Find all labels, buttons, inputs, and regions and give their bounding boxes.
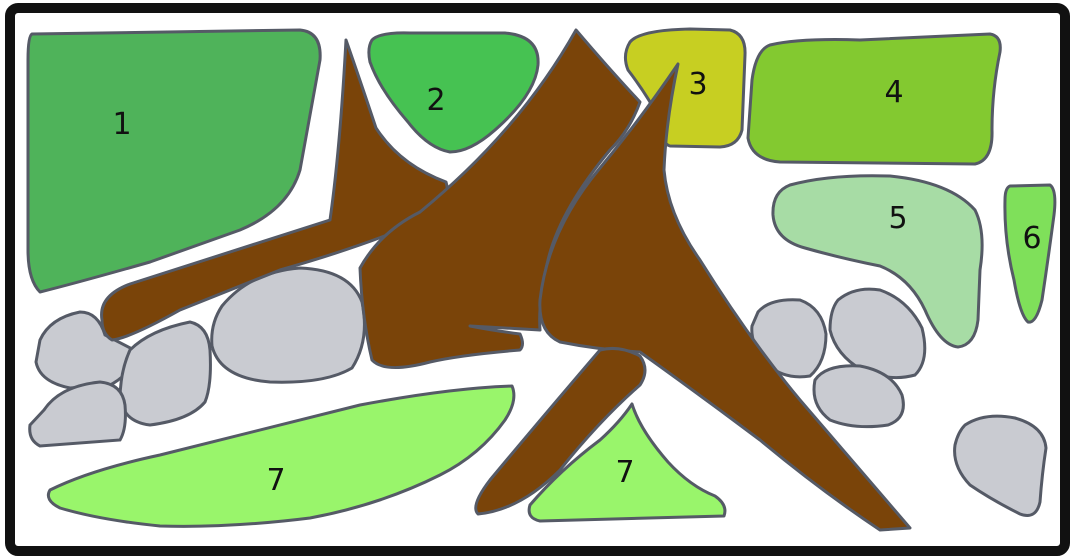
region-5-label: 5 [888,201,907,236]
region-1-label: 1 [112,107,131,142]
region-4-label: 4 [884,75,903,110]
region-4 [748,34,1000,164]
region-6-label: 6 [1022,221,1041,256]
region-7-left-label: 7 [266,463,285,498]
region-2-label: 2 [426,83,445,118]
region-7-center-label: 7 [615,455,634,490]
region-3-label: 3 [688,67,707,102]
